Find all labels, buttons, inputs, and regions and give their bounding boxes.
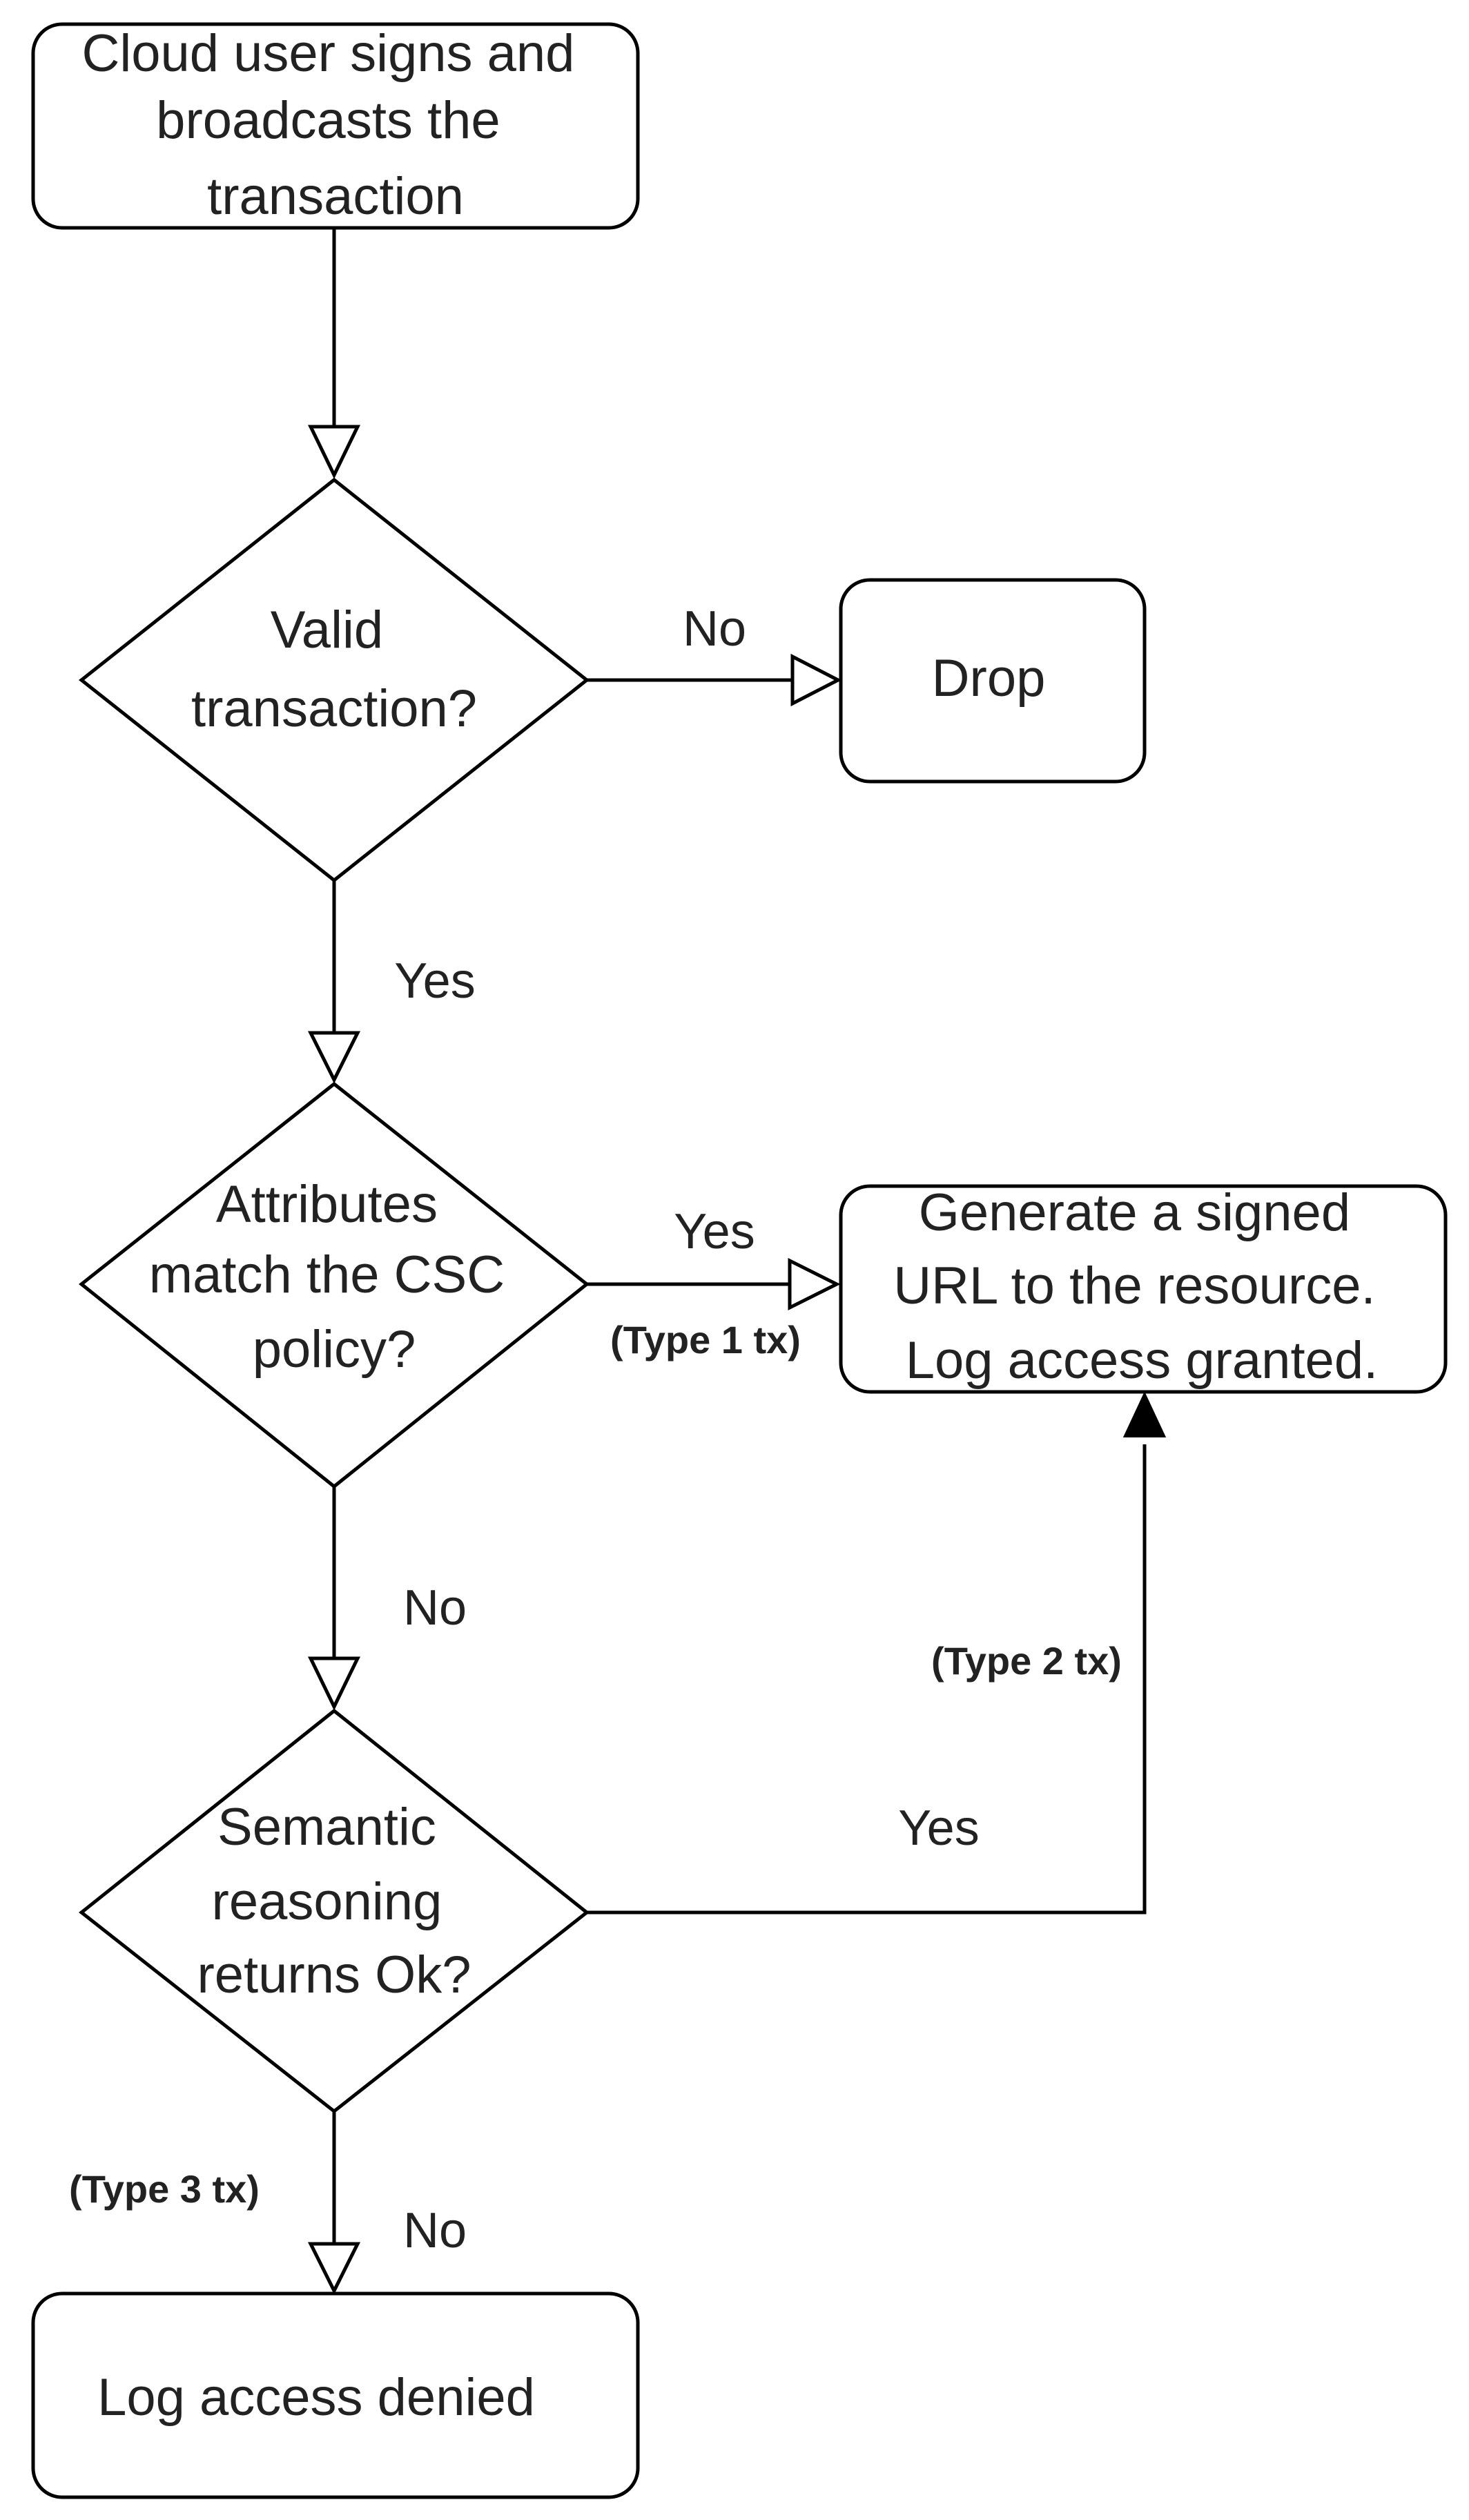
edge-attributes-yes: Yes (Type 1 tx) xyxy=(587,1204,841,1361)
edge-start-to-valid xyxy=(308,228,360,479)
edge-tx-label-type-1: (Type 1 tx) xyxy=(610,1318,801,1361)
node-start-text: Cloud user signs and broadcasts the tran… xyxy=(81,24,589,226)
arrow-head-icon xyxy=(308,1656,360,1711)
node-denied-line-1: Log access denied xyxy=(97,2368,535,2427)
node-semantic-text: Semantic reasoning returns Ok? xyxy=(197,1798,471,2004)
node-attributes-line-3: policy? xyxy=(253,1320,416,1379)
edge-valid-yes: Yes xyxy=(307,880,476,1084)
arrow-head-icon xyxy=(307,2242,361,2295)
arrow-head-icon xyxy=(307,1031,361,1084)
node-semantic-line-3: returns Ok? xyxy=(197,1946,471,2004)
node-generate-line-3: Log access granted. xyxy=(906,1331,1378,1390)
node-semantic-decision: Semantic reasoning returns Ok? xyxy=(78,1708,590,2114)
node-valid-text: Valid transaction? xyxy=(191,601,477,738)
edge-attributes-no: No xyxy=(308,1486,467,1711)
arrow-head-icon xyxy=(308,425,360,479)
node-valid-decision: Valid transaction? xyxy=(78,477,590,883)
node-generate-line-1: Generate a signed xyxy=(919,1183,1350,1242)
edge-tx-label-type-2: (Type 2 tx) xyxy=(931,1639,1122,1683)
node-generate-line-2: URL to the resource. xyxy=(893,1257,1375,1315)
edge-valid-no: No xyxy=(587,601,842,707)
node-drop-line-1: Drop xyxy=(932,649,1046,708)
edge-tx-label-type-3: (Type 3 tx) xyxy=(69,2167,260,2211)
arrow-head-icon xyxy=(1122,1391,1167,1437)
edge-label-valid-yes: Yes xyxy=(394,953,475,1009)
node-denied: Log access denied xyxy=(31,2291,640,2499)
node-valid-line-2: transaction? xyxy=(191,679,477,738)
node-generate-text: Generate a signed URL to the resource. L… xyxy=(893,1183,1390,1390)
arrow-head-icon xyxy=(788,1257,841,1311)
node-attributes-line-2: match the CSC xyxy=(149,1246,505,1304)
node-valid-line-1: Valid xyxy=(271,601,383,659)
node-semantic-line-1: Semantic xyxy=(217,1798,436,1857)
node-start: Cloud user signs and broadcasts the tran… xyxy=(31,22,640,230)
node-attributes-line-1: Attributes xyxy=(216,1175,438,1234)
node-start-line-3: transaction xyxy=(207,167,464,226)
node-generate: Generate a signed URL to the resource. L… xyxy=(839,1183,1448,1394)
edge-label-attributes-yes: Yes xyxy=(674,1204,755,1259)
node-semantic-line-2: reasoning xyxy=(212,1872,442,1931)
edge-label-attributes-no: No xyxy=(403,1580,467,1636)
edge-semantic-no: No (Type 3 tx) xyxy=(69,2111,467,2295)
arrow-head-icon xyxy=(790,653,842,707)
node-denied-text: Log access denied xyxy=(97,2368,535,2427)
node-attributes-text: Attributes match the CSC policy? xyxy=(149,1175,519,1379)
edge-label-semantic-no: No xyxy=(403,2203,467,2258)
edge-label-valid-no: No xyxy=(683,601,746,657)
edge-semantic-yes: Yes (Type 2 tx) xyxy=(587,1391,1167,1915)
node-start-line-1: Cloud user signs and xyxy=(81,24,574,83)
node-drop: Drop xyxy=(839,578,1147,784)
edge-label-semantic-yes: Yes xyxy=(898,1801,979,1856)
node-attributes-decision: Attributes match the CSC policy? xyxy=(78,1081,590,1489)
node-drop-text: Drop xyxy=(932,649,1046,708)
node-start-line-2: broadcasts the xyxy=(156,91,500,150)
